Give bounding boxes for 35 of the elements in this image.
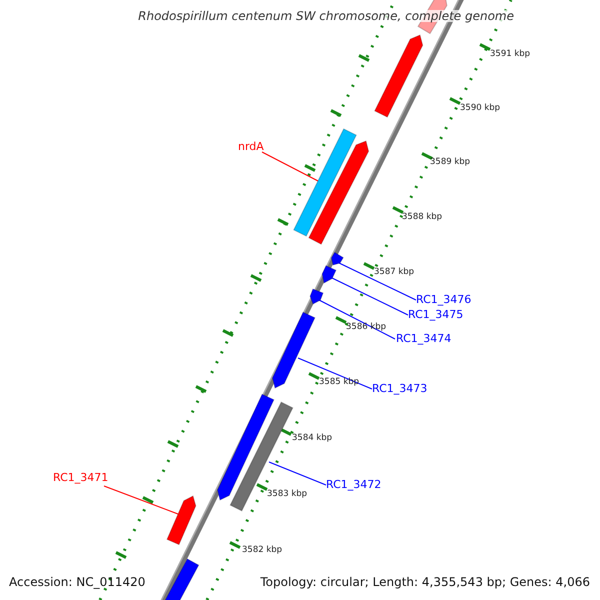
accession-text: Accession: NC_011420 [9,576,146,588]
gene-block [374,34,424,118]
gene-block [166,495,196,546]
gene-block [310,288,324,305]
scale-label: 3590 kbp [460,104,500,112]
gene-label: RC1_3473 [372,383,428,394]
gene-label: RC1_3474 [396,333,452,344]
gene-label: RC1_3475 [408,309,464,320]
scale-label: 3589 kbp [430,158,470,166]
gene-block [322,265,337,284]
scale-label: 3587 kbp [374,268,414,276]
gene-block [230,401,294,512]
gene-label: RC1_3472 [326,479,382,490]
scale-label: 3586 kbp [346,323,386,332]
scale-label: 3588 kbp [402,213,442,222]
leader-line [262,152,320,182]
leader-line [104,486,178,514]
genome-info-text: Topology: circular; Length: 4,355,543 bp; Genes: 4,066 [260,576,590,588]
scale-label: 3583 kbp [267,490,308,498]
gene-block [272,312,316,389]
gene-block [330,252,344,266]
scale-label: 3582 kbp [242,546,282,554]
gene-label: nrdA [238,141,264,152]
chart-title: Rhodospirillum centenum SW chromosome, complete genome [138,10,514,22]
gene-label: RC1_3476 [416,294,472,305]
gene-block [308,140,370,245]
leader-line [318,300,396,340]
gene-label: RC1_3471 [53,472,108,483]
scale-label: 3591 kbp [490,50,530,58]
leader-line [298,358,372,390]
leader-line [268,462,326,486]
leader-line [330,276,408,316]
scale-label: 3585 kbp [319,378,360,386]
scale-label: 3584 kbp [292,434,332,442]
gene-block [293,128,357,237]
